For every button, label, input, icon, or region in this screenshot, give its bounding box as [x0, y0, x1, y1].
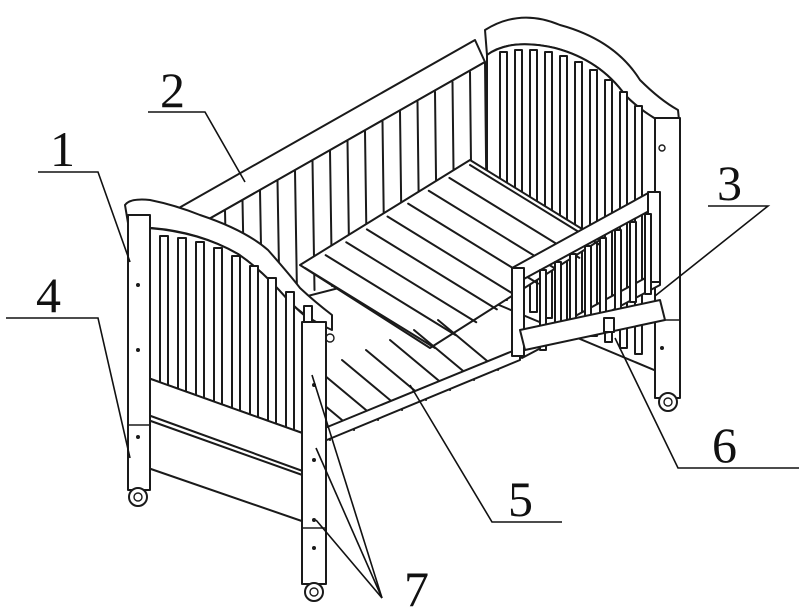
callout-2: 2	[160, 62, 185, 118]
callout-labels: 2 1 3 4 5 6 7	[36, 62, 742, 611]
far-caster-wheel-icon	[658, 392, 678, 412]
near-head-slat	[249, 265, 259, 421]
near-head-slat	[195, 241, 205, 403]
near-left-caster-icon	[128, 487, 148, 507]
leader-4	[6, 317, 131, 459]
gate-slat	[614, 229, 622, 311]
base-slat	[345, 241, 478, 324]
leader-7c	[315, 519, 383, 599]
far-head-slat	[529, 49, 538, 313]
leader-1	[38, 171, 131, 263]
lower-support-bar	[519, 299, 666, 351]
callout-3: 3	[717, 155, 742, 211]
back-slat	[294, 169, 298, 295]
near-head-slat	[231, 255, 241, 415]
leader-2	[148, 111, 246, 183]
callout-1: 1	[50, 121, 75, 177]
callout-7: 7	[404, 561, 429, 611]
base-slat	[386, 215, 519, 298]
gate-slat	[629, 221, 637, 303]
leader-5	[409, 384, 562, 523]
base-slat	[324, 254, 457, 337]
callout-5: 5	[508, 471, 533, 527]
leader-7a	[311, 374, 383, 599]
near-head-slat	[267, 277, 277, 427]
base-slat	[365, 228, 498, 311]
leader-3	[654, 205, 771, 297]
near-head-slat	[213, 247, 223, 409]
far-head-slat	[544, 51, 553, 319]
near-headboard	[124, 198, 335, 602]
near-head-slat	[285, 291, 295, 433]
mattress-base	[269, 159, 601, 443]
leader-7b	[315, 447, 383, 599]
leader-6	[614, 337, 799, 469]
near-right-caster-icon	[304, 582, 324, 602]
base-slat	[304, 267, 436, 349]
gate-slat	[599, 237, 607, 319]
callout-6: 6	[712, 417, 737, 473]
near-head-slat	[159, 235, 169, 391]
callout-4: 4	[36, 267, 61, 323]
leader-lines	[6, 111, 799, 599]
gate-slat	[644, 213, 652, 295]
near-head-slat	[177, 237, 187, 397]
gate-slat	[539, 269, 547, 351]
far-head-slat	[604, 79, 613, 343]
